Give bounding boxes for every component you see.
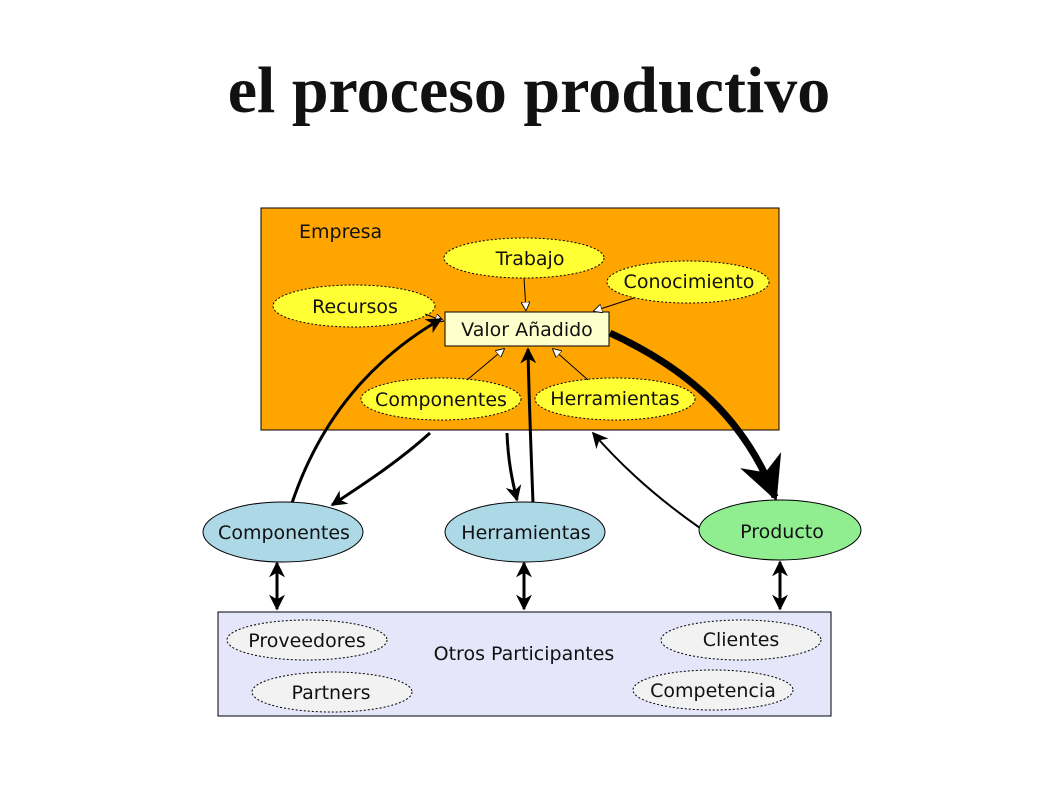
arrow-componentes-to-valor — [290, 317, 443, 504]
valor-anadido-box: Valor Añadido — [444, 311, 610, 347]
proveedores-node: Proveedores — [226, 619, 388, 661]
producto-label: Producto — [740, 521, 824, 543]
arrow-herramientas-to-valor — [520, 347, 537, 504]
partners-label: Partners — [292, 682, 371, 704]
page-title: el proceso productivo — [227, 54, 831, 127]
herramientas-node: Herramientas — [444, 501, 606, 563]
arrow-producto-to-empresa — [591, 431, 701, 529]
valor-anadido-label: Valor Añadido — [461, 319, 593, 341]
conocimiento-node: Conocimiento — [606, 260, 770, 304]
partners-node: Partners — [251, 671, 413, 713]
double-arrows — [269, 560, 788, 611]
clientes-label: Clientes — [703, 629, 780, 651]
input-arrows — [424, 277, 635, 381]
conocimiento-label: Conocimiento — [624, 271, 755, 293]
componentes-inner-node: Componentes — [360, 377, 522, 421]
arrow-trabajo — [524, 277, 526, 310]
arrow-conocimiento — [594, 297, 635, 311]
arrow-empresa-to-componentes — [330, 431, 432, 507]
arrow-componentes-inner — [466, 349, 504, 381]
competencia-label: Competencia — [650, 680, 776, 702]
proveedores-label: Proveedores — [248, 630, 365, 652]
componentes-inner-label: Componentes — [375, 389, 507, 411]
arrow-valor-to-producto — [608, 329, 782, 502]
herramientas-inner-node: Herramientas — [534, 377, 696, 421]
trabajo-node: Trabajo — [443, 237, 605, 279]
trabajo-label: Trabajo — [495, 248, 565, 270]
herramientas-inner-label: Herramientas — [550, 388, 679, 410]
componentes-label: Componentes — [218, 522, 350, 544]
recursos-node: Recursos — [272, 284, 436, 328]
arrow-herramientas-inner — [553, 349, 589, 381]
competencia-node: Competencia — [632, 669, 794, 711]
producto-node: Producto — [698, 499, 862, 561]
clientes-node: Clientes — [660, 619, 822, 661]
herramientas-label: Herramientas — [461, 522, 590, 544]
flow-arrows — [290, 317, 782, 529]
empresa-label: Empresa — [299, 221, 382, 243]
otros-participantes-label: Otros Participantes — [434, 643, 615, 665]
recursos-label: Recursos — [312, 296, 398, 318]
arrow-empresa-to-herramientas — [505, 432, 522, 502]
componentes-node: Componentes — [202, 501, 364, 563]
